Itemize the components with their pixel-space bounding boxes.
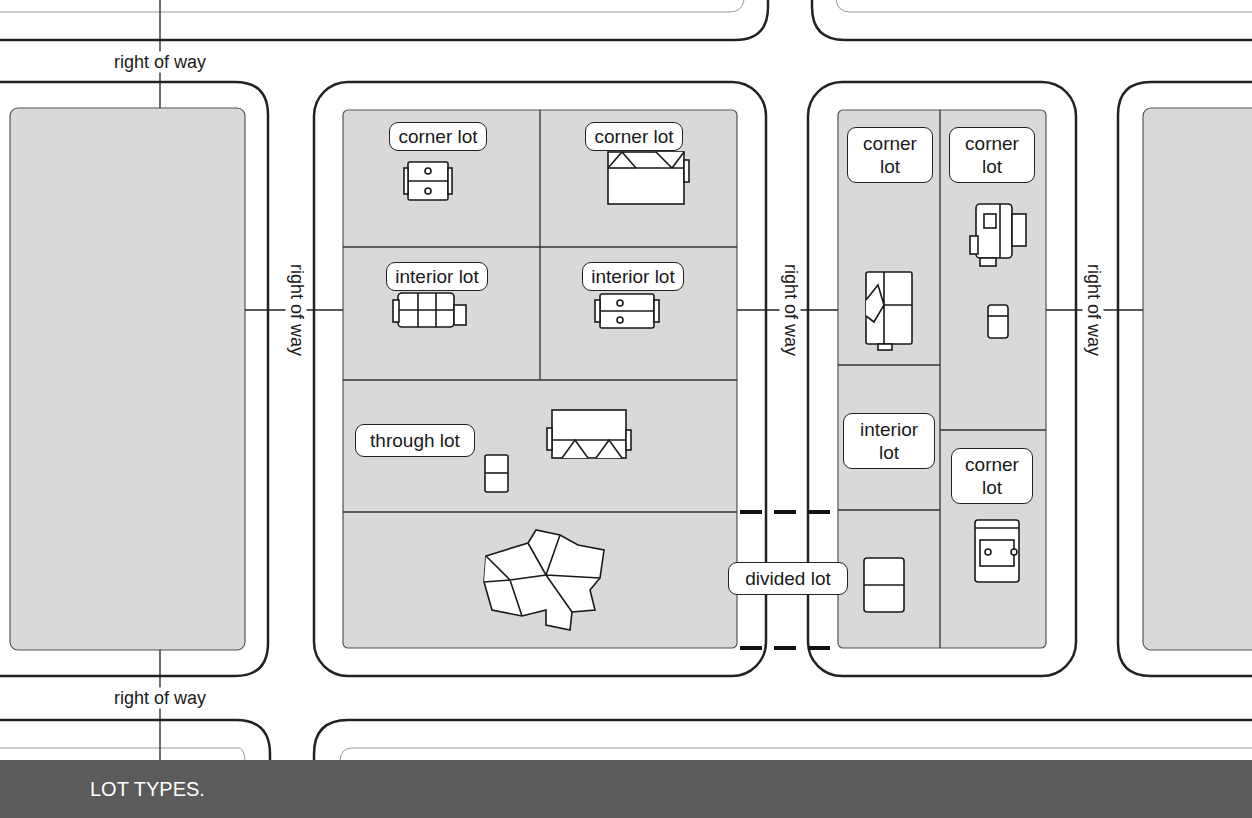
lot-label: corner lot bbox=[957, 453, 1027, 499]
curb-line bbox=[0, 748, 245, 760]
lot-label: corner lot bbox=[398, 125, 477, 148]
house bbox=[608, 152, 689, 204]
lot-ground bbox=[343, 110, 737, 648]
lot-label-box: divided lot bbox=[728, 562, 848, 595]
house bbox=[975, 520, 1019, 582]
block-outline bbox=[0, 82, 268, 676]
lot-label-box: corner lot bbox=[949, 127, 1035, 183]
lot-line bbox=[343, 246, 737, 247]
lot-label: interior lot bbox=[849, 418, 929, 464]
houses bbox=[393, 152, 1026, 630]
curb-line bbox=[836, 0, 1252, 12]
curb-line bbox=[0, 0, 744, 12]
lot-line bbox=[939, 110, 940, 648]
dashed-line bbox=[740, 510, 836, 514]
shed bbox=[864, 558, 904, 612]
house bbox=[595, 294, 659, 328]
lot-ground bbox=[838, 110, 1046, 648]
block-outline bbox=[0, 720, 270, 760]
block-outline bbox=[812, 0, 1252, 40]
lot-line bbox=[343, 379, 737, 380]
right-of-way-label: right of way bbox=[1083, 261, 1104, 359]
house bbox=[404, 162, 452, 200]
lot-line bbox=[838, 509, 940, 510]
lot-line bbox=[838, 364, 940, 365]
lot-ground bbox=[1143, 108, 1252, 650]
right-of-way-label: right of way bbox=[286, 261, 307, 359]
shed bbox=[988, 305, 1008, 338]
right-of-way-label: right of way bbox=[111, 688, 209, 709]
right-of-way-label: right of way bbox=[780, 261, 801, 359]
block-outlines bbox=[0, 0, 1252, 760]
lot-label: interior lot bbox=[591, 265, 674, 288]
lot-label-box: interior lot bbox=[386, 262, 487, 291]
lot-label: interior lot bbox=[395, 265, 478, 288]
lot-ground bbox=[10, 108, 245, 650]
block-outline bbox=[314, 720, 1252, 760]
lot-lines bbox=[343, 110, 1046, 648]
dimension-lines bbox=[160, 0, 1143, 760]
lot-label: corner lot bbox=[594, 125, 673, 148]
lot-label-box: corner lot bbox=[389, 122, 486, 151]
house bbox=[484, 530, 604, 630]
lot-line bbox=[343, 511, 737, 512]
house bbox=[393, 293, 466, 327]
inner-curbs bbox=[0, 0, 1252, 760]
curb-line bbox=[340, 748, 1252, 760]
lot-label: corner lot bbox=[853, 132, 927, 178]
right-of-way-label: right of way bbox=[111, 52, 209, 73]
house bbox=[970, 204, 1026, 266]
lot-line bbox=[940, 429, 1046, 430]
lot-label-box: interior lot bbox=[843, 413, 935, 469]
lot-label: divided lot bbox=[734, 567, 842, 590]
block-outline bbox=[808, 82, 1076, 676]
block-outline bbox=[0, 0, 768, 40]
block-outline bbox=[314, 82, 766, 676]
lot-label-box: interior lot bbox=[582, 262, 683, 291]
lot-label-box: corner lot bbox=[951, 448, 1033, 504]
lot-line bbox=[539, 110, 540, 380]
lot-grounds bbox=[10, 108, 1252, 650]
lot-label-box: corner lot bbox=[847, 127, 933, 183]
shed bbox=[485, 455, 508, 492]
house bbox=[547, 410, 631, 458]
caption-bar bbox=[0, 760, 1252, 818]
lot-label-box: corner lot bbox=[585, 122, 682, 151]
lot-label: through lot bbox=[361, 429, 469, 452]
caption: LOT TYPES. bbox=[90, 778, 205, 801]
dashed-line bbox=[740, 646, 836, 650]
house bbox=[866, 272, 912, 350]
lot-label-box: through lot bbox=[355, 424, 475, 457]
lot-label: corner lot bbox=[955, 132, 1029, 178]
